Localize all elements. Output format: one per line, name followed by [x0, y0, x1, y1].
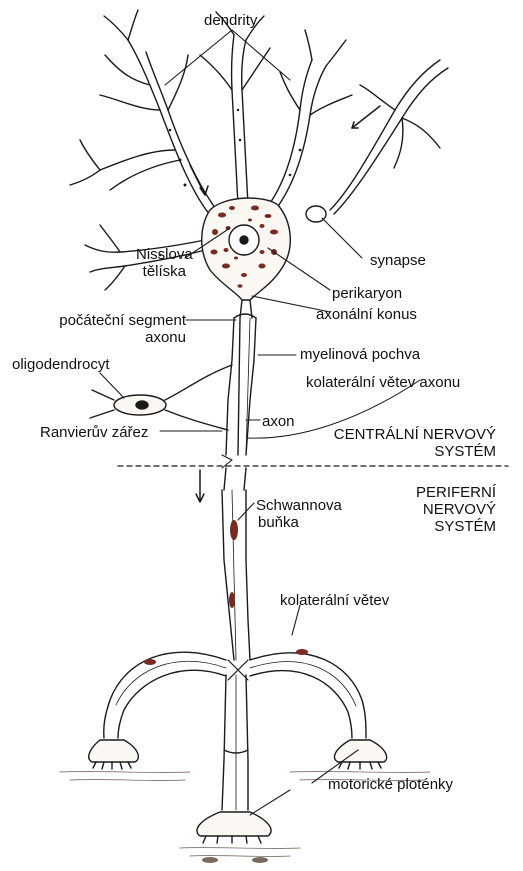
label-schwann-line1: Schwannova: [256, 497, 342, 514]
perikaryon-shape: [202, 198, 291, 300]
oligodendrocyte-shape: [90, 365, 232, 430]
label-pns-line3: SYSTÉM: [396, 518, 496, 535]
label-synapse: synapse: [370, 252, 426, 269]
label-nissl-bodies: Nisslova tělíska: [136, 246, 193, 280]
label-nissl-line2: tělíska: [136, 263, 193, 280]
label-axonal-cone: axonální konus: [316, 306, 417, 323]
label-initial-segment: počáteční segment axonu: [28, 312, 186, 346]
label-initial-segment-line1: počáteční segment: [28, 312, 186, 329]
label-ranvier: Ranvierův zářez: [40, 424, 148, 441]
label-collateral-branch: kolaterální větev: [280, 592, 389, 609]
leader-lines: [100, 30, 362, 815]
label-motor-plates: motorické ploténky: [328, 776, 453, 793]
label-axon: axon: [262, 413, 295, 430]
label-cns-line1: CENTRÁLNÍ NERVOVÝ: [296, 426, 496, 443]
label-dendrity: dendrity: [204, 12, 257, 29]
label-oligodendrocyte: oligodendrocyt: [12, 356, 110, 373]
label-nissl-line1: Nisslova: [136, 246, 193, 263]
label-pns-line2: NERVOVÝ: [396, 501, 496, 518]
label-cns-line2: SYSTÉM: [296, 443, 496, 460]
collateral-arches: [104, 649, 366, 738]
label-myelin: myelinová pochva: [300, 346, 420, 363]
label-cns: CENTRÁLNÍ NERVOVÝ SYSTÉM: [296, 426, 496, 460]
label-initial-segment-line2: axonu: [28, 329, 186, 346]
label-pns: PERIFERNÍ NERVOVÝ SYSTÉM: [396, 484, 496, 535]
label-pns-line1: PERIFERNÍ: [396, 484, 496, 501]
axon-cns: [226, 300, 256, 455]
label-schwann-line2: buňka: [256, 514, 342, 531]
label-axon-collateral: kolaterální větev axonu: [306, 374, 460, 391]
label-perikaryon: perikaryon: [332, 285, 402, 302]
label-schwann: Schwannova buňka: [256, 497, 342, 531]
axon-pns: [222, 490, 250, 810]
